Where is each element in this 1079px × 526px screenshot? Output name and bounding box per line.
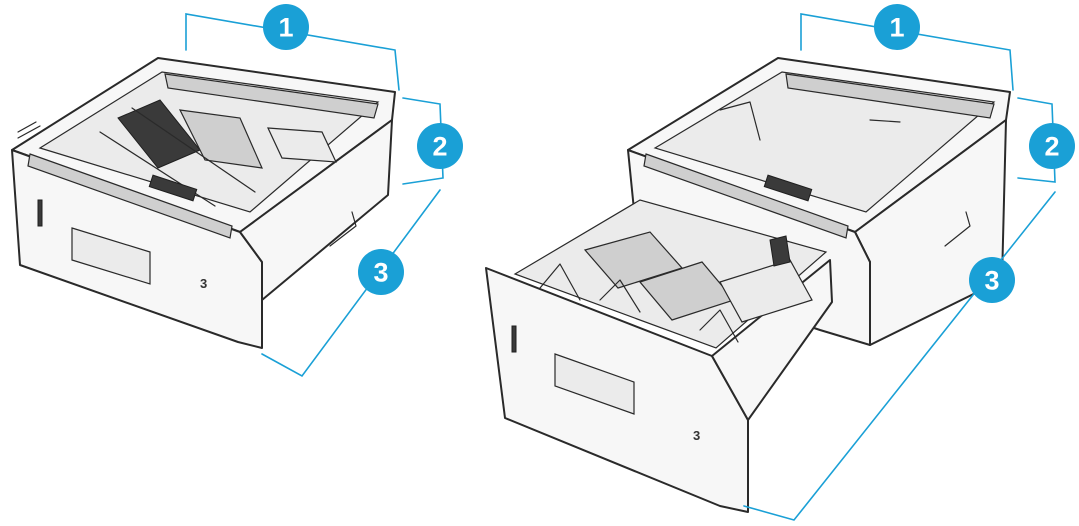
right-handle-slot <box>554 353 635 415</box>
left-callout-3: 3 <box>358 249 404 295</box>
left-front-lip <box>27 153 233 239</box>
left-feeder-unit: 3 <box>11 57 396 349</box>
left-paper-gauge <box>37 199 43 227</box>
right-inner-guide <box>719 101 901 141</box>
right-tray-lift-plate <box>719 259 813 323</box>
right-connector <box>763 174 813 202</box>
right-callout-3: 3 <box>969 257 1015 303</box>
right-callout-2-label: 2 <box>1044 132 1059 162</box>
left-callout-2: 2 <box>417 123 463 169</box>
right-tray-stop <box>769 235 791 267</box>
right-tray-number: 3 <box>693 428 700 443</box>
left-callout-2-circle <box>417 123 463 169</box>
right-front-lip <box>643 153 849 239</box>
left-callout-1: 1 <box>263 4 309 50</box>
left-callout-1-circle <box>263 4 309 50</box>
left-handle-slot <box>71 227 151 285</box>
right-paper-gauge <box>511 325 517 353</box>
left-side-handle <box>329 211 357 247</box>
right-callout-2: 2 <box>1029 123 1075 169</box>
right-feeder-unit: 3 <box>485 57 1011 513</box>
right-side-handle <box>944 211 971 247</box>
right-callout-3-circle <box>969 257 1015 303</box>
right-callout-3-label: 3 <box>984 266 999 296</box>
left-mechanism-block-c <box>267 127 337 163</box>
left-callout-1-label: 1 <box>278 13 293 43</box>
left-height-dimension <box>261 189 441 378</box>
right-callout-2-circle <box>1029 123 1075 169</box>
left-right-face <box>239 119 393 301</box>
right-callout-1: 1 <box>874 4 920 50</box>
left-callout-3-label: 3 <box>373 258 388 288</box>
left-connector <box>148 174 198 202</box>
left-callout-2-label: 2 <box>432 132 447 162</box>
right-rear-rail <box>785 73 995 119</box>
right-callout-1-label: 1 <box>889 13 904 43</box>
left-rear-rail <box>164 73 379 119</box>
right-callout-1-circle <box>874 4 920 50</box>
left-side-vents <box>17 121 45 145</box>
left-mechanism-block-b <box>178 109 263 169</box>
left-callout-3-circle <box>358 249 404 295</box>
right-height-dimension <box>743 191 1056 521</box>
right-tray-ribs <box>539 263 739 343</box>
left-tray-number: 3 <box>200 276 207 291</box>
